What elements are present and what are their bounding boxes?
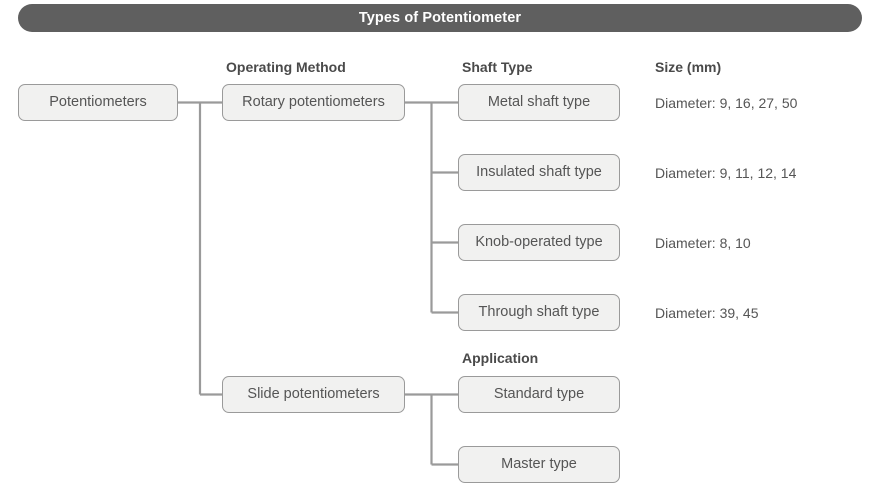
diagram-title-text: Types of Potentiometer	[358, 9, 522, 26]
node-rotary-potentiometers[interactable]: Rotary potentiometers	[222, 84, 405, 121]
node-potentiometers[interactable]: Potentiometers	[18, 84, 178, 121]
node-standard-type[interactable]: Standard type	[458, 376, 620, 413]
column-header-shaft-type: Shaft Type	[462, 59, 533, 75]
size-note-insulated-shaft: Diameter: 9, 11, 12, 14	[655, 165, 797, 181]
size-note-knob-operated: Diameter: 8, 10	[655, 235, 751, 251]
size-note-through-shaft: Diameter: 39, 45	[655, 305, 759, 321]
diagram-title-bar: Types of Potentiometer	[18, 4, 862, 32]
node-through-shaft-type[interactable]: Through shaft type	[458, 294, 620, 331]
node-knob-operated-type[interactable]: Knob-operated type	[458, 224, 620, 261]
size-note-metal-shaft: Diameter: 9, 16, 27, 50	[655, 95, 798, 111]
column-header-application: Application	[462, 350, 539, 366]
node-slide-potentiometers[interactable]: Slide potentiometers	[222, 376, 405, 413]
column-header-operating-method: Operating Method	[226, 59, 346, 75]
column-header-size: Size (mm)	[655, 59, 722, 75]
node-metal-shaft-type[interactable]: Metal shaft type	[458, 84, 620, 121]
node-insulated-shaft-type[interactable]: Insulated shaft type	[458, 154, 620, 191]
node-master-type[interactable]: Master type	[458, 446, 620, 483]
